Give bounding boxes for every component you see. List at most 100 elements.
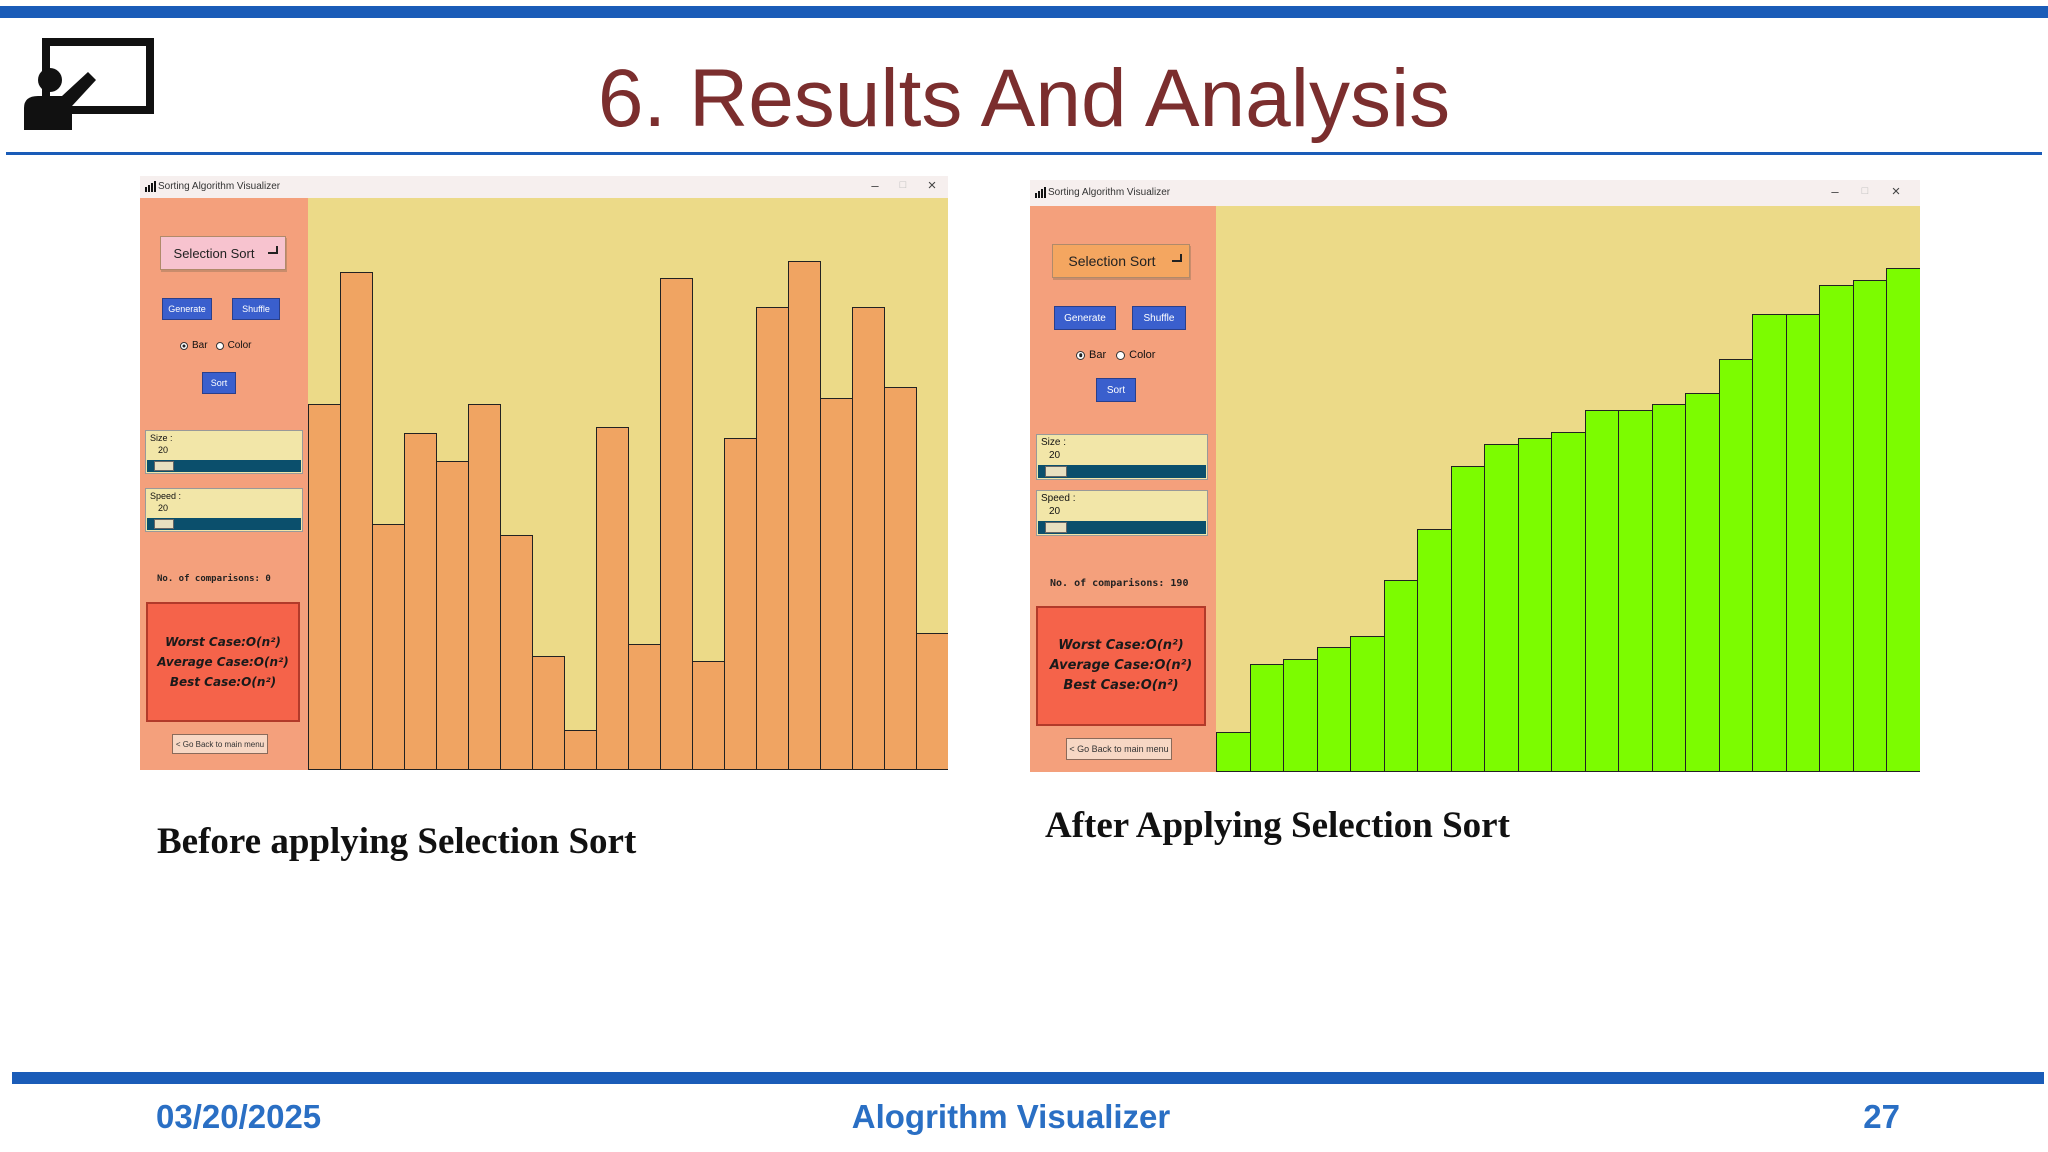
data-bar [1785,313,1821,772]
sort-button[interactable]: Sort [202,372,236,394]
maximize-button[interactable]: □ [899,179,907,191]
dropdown-arrow-icon [268,245,278,254]
size-track [1038,465,1206,478]
bar-canvas [308,198,948,770]
speed-slider[interactable]: Speed : 20 [1036,490,1208,536]
speed-value: 20 [158,503,169,513]
data-bar [1450,466,1486,772]
data-bar [1517,438,1553,772]
data-bar [1350,636,1385,772]
app-window-after: Sorting Algorithm Visualizer – □ × Selec… [1030,180,1920,772]
data-bar [1685,392,1720,772]
control-sidebar: Selection Sort Generate Shuffle Bar Colo… [140,198,308,770]
sort-button[interactable]: Sort [1096,378,1136,402]
top-accent-bar [0,6,2048,18]
comparisons-counter: No. of comparisons: 0 [157,574,271,584]
data-bar [884,386,917,770]
size-slider[interactable]: Size : 20 [145,430,303,474]
complexity-box: Worst Case:O(n²) Average Case:O(n²) Best… [1036,606,1206,726]
size-thumb[interactable] [154,461,174,471]
data-bar [1852,279,1888,772]
data-bar [1383,579,1419,772]
size-value: 20 [1049,450,1061,461]
window-title: Sorting Algorithm Visualizer [1048,187,1171,198]
display-mode-group: Bar Color [1076,349,1155,361]
size-track [147,460,301,472]
generate-button[interactable]: Generate [162,298,212,320]
radio-color-label: Color [1129,349,1156,361]
bottom-accent-bar [12,1072,2044,1084]
close-button[interactable]: × [927,177,937,194]
data-bar [468,403,501,770]
back-to-menu-button[interactable]: < Go Back to main menu [172,734,268,754]
data-bar [788,260,821,770]
footer-page-number: 27 [1863,1098,1900,1135]
speed-label: Speed : [150,491,182,501]
data-bar [756,306,789,770]
display-mode-group: Bar Color [180,340,251,351]
radio-bar[interactable] [1076,350,1085,360]
app-window-before: Sorting Algorithm Visualizer – □ × Selec… [140,176,948,770]
data-bar [1651,404,1687,772]
app-bars-icon [145,181,156,192]
data-bar [1618,409,1653,772]
data-bar [1551,432,1586,772]
radio-color[interactable] [1116,350,1126,360]
radio-bar-label: Bar [192,340,208,351]
data-bar [308,403,341,770]
best-case-text: Best Case:O(n²) [169,675,277,689]
speed-track [1038,521,1206,534]
data-bar [436,461,469,770]
radio-color-label: Color [227,340,252,351]
average-case-text: Average Case:O(n²) [157,655,289,669]
minimize-button[interactable]: – [871,178,879,193]
data-bar [1283,658,1318,772]
data-bar [1216,732,1251,772]
shuffle-button[interactable]: Shuffle [232,298,280,320]
speed-slider[interactable]: Speed : 20 [145,488,303,532]
radio-color[interactable] [215,341,224,350]
comparisons-counter: No. of comparisons: 190 [1050,578,1189,589]
algorithm-dropdown[interactable]: Selection Sort [160,236,286,270]
data-bar [628,644,661,770]
data-bar [532,655,565,770]
data-bar [916,632,948,770]
data-bar [1417,528,1452,772]
presentation-board-icon [24,38,154,130]
algorithm-dropdown[interactable]: Selection Sort [1052,244,1190,278]
generate-button[interactable]: Generate [1054,306,1116,330]
close-button[interactable]: × [1891,183,1901,200]
window-titlebar: Sorting Algorithm Visualizer – □ × [1030,180,1920,206]
window-title: Sorting Algorithm Visualizer [158,181,281,192]
radio-bar-label: Bar [1089,349,1107,361]
speed-value: 20 [1049,506,1061,517]
data-bar [1249,664,1285,772]
radio-bar[interactable] [180,341,188,350]
speed-thumb[interactable] [1045,522,1067,533]
algorithm-dropdown-label: Selection Sort [1068,253,1156,269]
app-bars-icon [1035,187,1046,198]
data-bar [1316,647,1352,772]
algorithm-dropdown-label: Selection Sort [173,245,255,261]
back-to-menu-button[interactable]: < Go Back to main menu [1066,738,1172,760]
size-label: Size : [1041,437,1067,448]
data-bar [660,278,693,770]
data-bar [692,661,725,770]
minimize-button[interactable]: – [1831,184,1839,199]
maximize-button[interactable]: □ [1861,185,1869,197]
data-bar [1819,285,1854,772]
data-bar [820,398,853,770]
shuffle-button[interactable]: Shuffle [1132,306,1186,330]
speed-track [147,518,301,530]
title-divider [6,152,2042,155]
data-bar [1584,409,1620,772]
speed-thumb[interactable] [154,519,174,529]
size-label: Size : [150,433,173,443]
size-thumb[interactable] [1045,466,1067,477]
data-bar [1886,268,1920,772]
data-bar [1718,358,1754,772]
complexity-box: Worst Case:O(n²) Average Case:O(n²) Best… [146,602,300,722]
size-slider[interactable]: Size : 20 [1036,434,1208,480]
data-bar [1752,313,1787,772]
data-bar [500,535,533,770]
